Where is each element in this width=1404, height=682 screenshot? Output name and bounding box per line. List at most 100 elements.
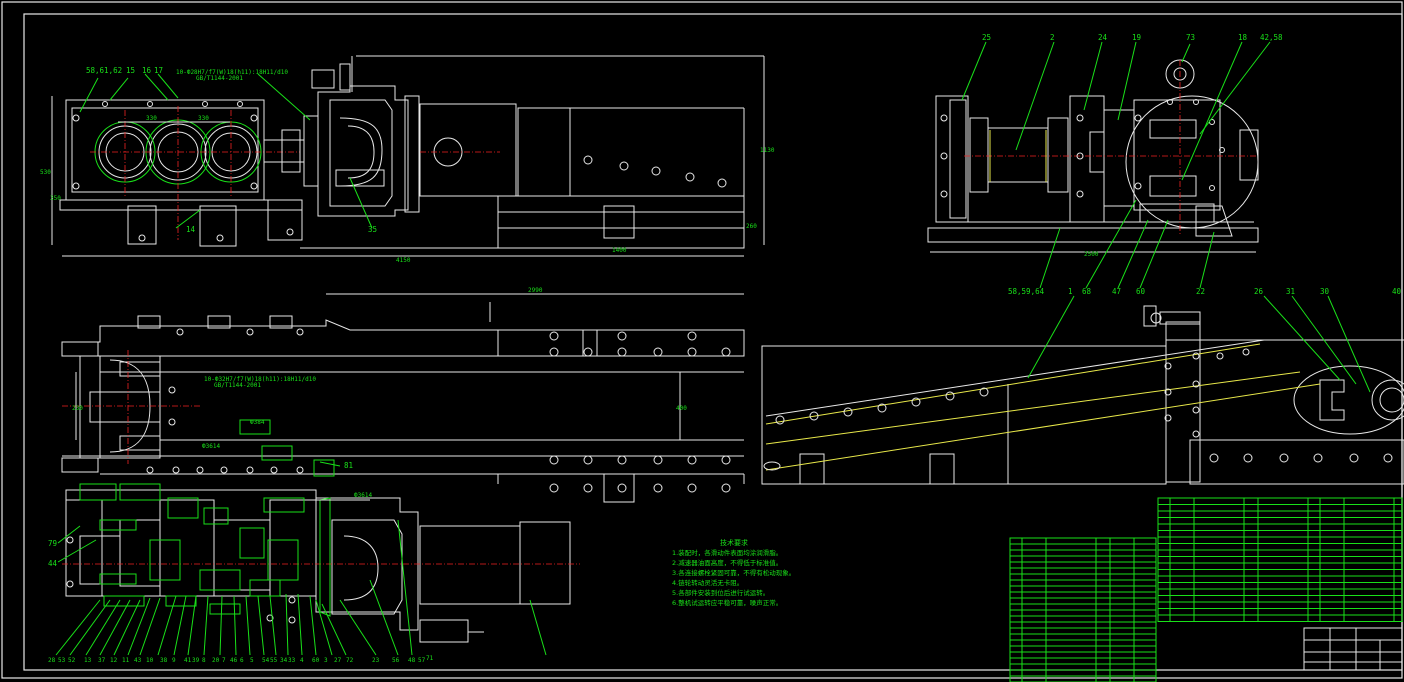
balloon-44: 44 (48, 559, 58, 568)
balloon-42-58: 42,58 (1260, 33, 1283, 42)
dim-top-left-b: 350 (50, 195, 61, 202)
dim-gear-b: 330 (198, 115, 209, 122)
mid-right-leader-lines (1027, 295, 1371, 393)
balloon-15: 15 (126, 66, 135, 75)
note-top-spec2: GB/T1144-2001 (196, 75, 243, 82)
balloon-bottom-32: 57 (418, 657, 426, 664)
technical-requirements: 技术要求 1.装配时，各滑动件表面均涂润滑脂。 2.减速器油面高度，不得低于标准… (672, 538, 795, 608)
right-side-view (927, 59, 1259, 253)
note-mid-spec: 10-Ф32H7/f7(W)18(h11):18H11/d10 (204, 376, 316, 383)
balloon-81: 81 (344, 461, 353, 470)
balloon-bottom-26: 3 (324, 657, 328, 664)
dim-right-width: 2500 (1084, 251, 1099, 258)
balloon-bottom-19: 5 (250, 657, 254, 664)
balloon-19: 19 (1132, 33, 1141, 42)
note-b-label: Ф384 (250, 419, 265, 426)
balloon-bottom-7: 11 (122, 657, 130, 664)
note-mid-spec2: GB/T1144-2001 (214, 382, 261, 389)
balloon-58-59-64: 58,59,64 (1008, 287, 1045, 296)
balloon-bottom-11: 9 (172, 657, 176, 664)
mid-frame-view (61, 293, 745, 503)
dim-mid-left: 230 (72, 405, 83, 412)
balloon-bottom-3: 52 (68, 657, 76, 664)
balloon-bottom-1: 28 (48, 657, 56, 664)
dim-mid-height: 400 (676, 405, 687, 412)
balloon-bottom-17: 46 (230, 657, 238, 664)
balloon-68: 68 (1082, 287, 1092, 296)
parts-list-left (1009, 537, 1157, 682)
tech-req-line-6: 6.整机试运转应平稳可靠，噪声正常。 (672, 599, 783, 607)
balloon-bottom-9: 10 (146, 657, 154, 664)
dim-top-height: 1130 (760, 147, 775, 154)
balloon-bottom-21: 55 (270, 657, 278, 664)
balloon-bottom-25: 60 (312, 657, 320, 664)
tech-req-line-4: 4.链轮转动灵活无卡阻。 (672, 579, 744, 587)
balloon-60: 60 (1136, 287, 1146, 296)
balloon-bottom-13: 39 (192, 657, 200, 664)
mid-right-inclined-view (761, 305, 1404, 485)
parts-right-border (1157, 497, 1403, 622)
balloon-bottom-20: 54 (262, 657, 270, 664)
tech-req-line-5: 5.各部件安装到位后进行试运转。 (672, 589, 770, 597)
tech-req-line-2: 2.减速器油面高度，不得低于标准值。 (672, 559, 783, 567)
bottom-leader-lines (55, 461, 547, 656)
dim-top-side: 260 (746, 223, 757, 230)
note-top-spec: 10-Ф28H7/f7(W)18(h11):18H11/d10 (176, 69, 288, 76)
right-leader-lines (961, 41, 1271, 289)
balloon-bottom-10: 38 (160, 657, 168, 664)
balloon-bottom-33: 71 (426, 655, 434, 662)
balloon-bottom-27: 27 (334, 657, 342, 664)
balloon-bottom-2: 53 (58, 657, 66, 664)
tech-req-line-3: 3.各连接螺栓紧固可靠，不得有松动现象。 (672, 569, 796, 577)
tech-req-title: 技术要求 (720, 539, 748, 547)
balloon-bottom-22: 34 (280, 657, 288, 664)
balloon-bottom-12: 41 (184, 657, 192, 664)
balloon-35: 35 (368, 225, 377, 234)
balloon-14: 14 (186, 225, 196, 234)
balloon-bottom-8: 43 (134, 657, 142, 664)
balloon-26: 26 (1254, 287, 1264, 296)
dim-mid-length: 2990 (528, 287, 543, 294)
balloon-17: 17 (154, 66, 163, 75)
balloon-30: 30 (1320, 287, 1330, 296)
top-reducer-view (51, 55, 765, 257)
drawing-frame (23, 13, 1403, 671)
balloon-bottom-24: 4 (300, 657, 304, 664)
parts-list-right (1157, 497, 1403, 622)
balloon-bottom-18: 6 (240, 657, 244, 664)
balloon-25: 25 (982, 33, 991, 42)
balloon-47: 47 (1112, 287, 1121, 296)
balloon-58-61-62: 58,61,62 (86, 66, 122, 75)
bottom-gearbox-section (62, 419, 580, 643)
note-motor-mark: Ф3614 (354, 492, 372, 499)
balloon-16: 16 (142, 66, 152, 75)
top-leader-lines (79, 73, 373, 229)
balloon-24: 24 (1098, 33, 1108, 42)
balloon-1: 1 (1068, 287, 1073, 296)
balloon-bottom-30: 56 (392, 657, 400, 664)
balloon-bottom-6: 12 (110, 657, 118, 664)
balloon-31: 31 (1286, 287, 1295, 296)
dim-top-left-a: 530 (40, 169, 51, 176)
balloon-bottom-31: 48 (408, 657, 416, 664)
balloon-18: 18 (1238, 33, 1248, 42)
title-block (1303, 627, 1403, 671)
balloon-bottom-5: 37 (98, 657, 106, 664)
balloon-40: 40 (1392, 287, 1402, 296)
balloon-79: 79 (48, 539, 57, 548)
balloon-bottom-28: 72 (346, 657, 354, 664)
balloon-bottom-14: 8 (202, 657, 206, 664)
balloon-bottom-4: 13 (84, 657, 92, 664)
balloon-22: 22 (1196, 287, 1205, 296)
balloon-2: 2 (1050, 33, 1055, 42)
tech-req-line-1: 1.装配时，各滑动件表面均涂润滑脂。 (672, 549, 783, 557)
dim-top-total: 4150 (396, 257, 411, 264)
dim-gear-a: 330 (146, 115, 157, 122)
dim-top-reducer: 1400 (612, 247, 627, 254)
balloon-73: 73 (1186, 33, 1195, 42)
balloon-bottom-23: 33 (288, 657, 296, 664)
note-ch-label: Ф3614 (202, 443, 220, 450)
balloon-bottom-16: 7 (222, 657, 226, 664)
